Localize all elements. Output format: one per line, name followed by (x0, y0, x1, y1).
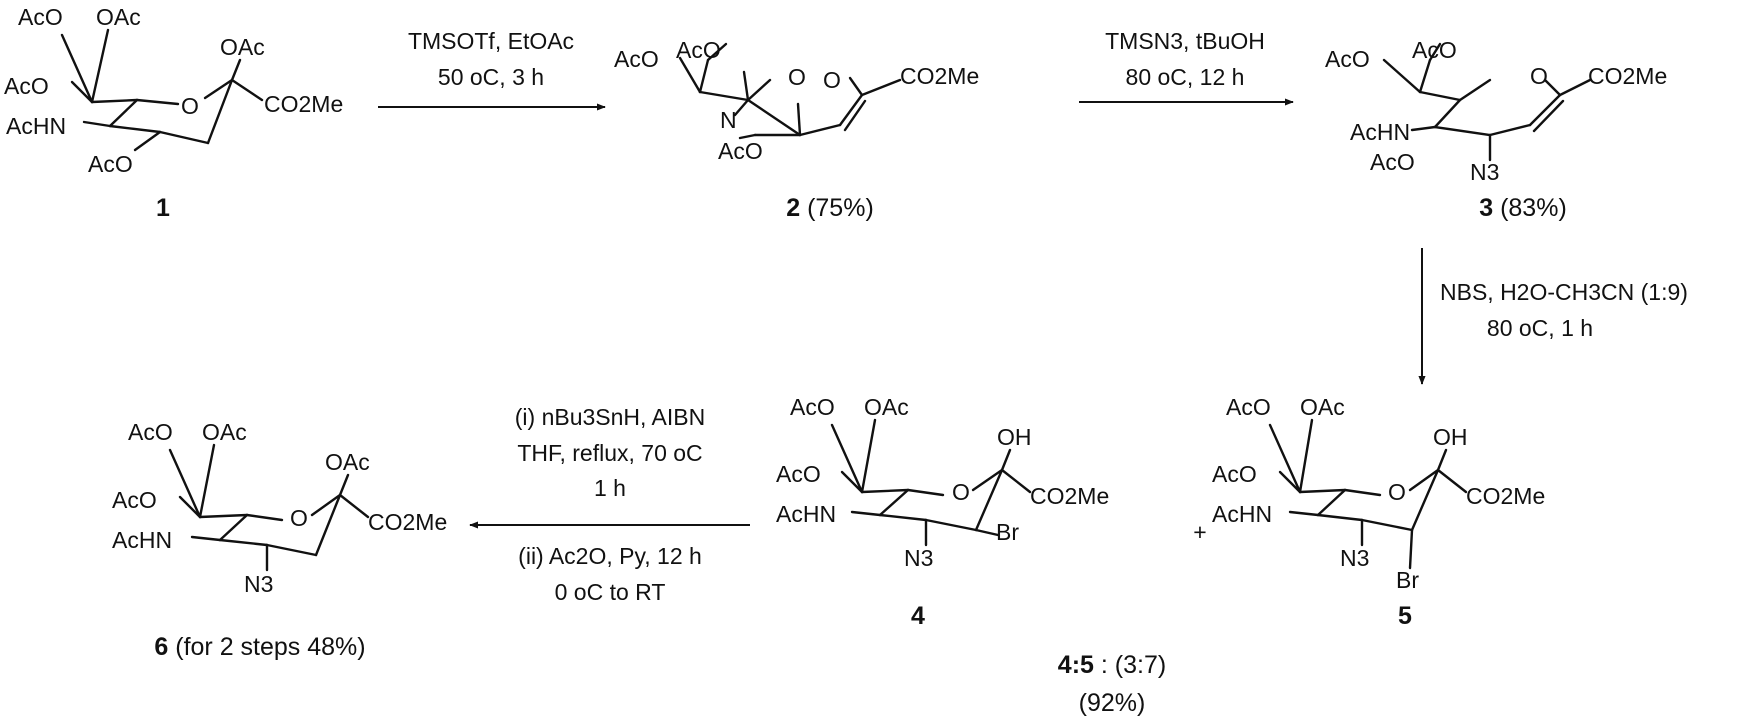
compound-6-yield: (for 2 steps 48%) (175, 633, 365, 661)
ratio-caption: 4:5 : (3:7) (1058, 651, 1166, 679)
compound-1-label-c9: OAc (96, 4, 141, 30)
compound-6-label-n5: AcHN (112, 527, 172, 553)
compound-1-label-ester: CO2Me (264, 91, 343, 117)
step-2-condition-2: 80 oC, 12 h (1126, 64, 1245, 90)
compound-2: AcO AcO N AcO O O CO2Me 2 (75%) (614, 37, 979, 222)
compound-5-label-n5: AcHN (1212, 501, 1272, 527)
compound-2-label-c4: AcO (718, 138, 763, 164)
compound-5-number: 5 (1398, 602, 1412, 630)
compound-6-bonds (168, 443, 370, 572)
compound-6-number: 6 (154, 633, 168, 661)
compound-6-label-azide: N3 (244, 571, 273, 597)
compound-2-label-ox: O (788, 64, 806, 90)
step-4-condition-4: (ii) Ac2O, Py, 12 h (518, 543, 702, 569)
compound-4-label-n5: AcHN (776, 501, 836, 527)
compound-5-label-br: Br (1396, 567, 1419, 593)
compound-2-label-ester: CO2Me (900, 63, 979, 89)
compound-4-label-azide: N3 (904, 545, 933, 571)
compound-4-bonds (830, 418, 1032, 547)
compound-3-caption: 3 (83%) (1479, 194, 1567, 222)
compound-1-number: 1 (156, 194, 170, 222)
compound-5-label-c7: AcO (1212, 461, 1257, 487)
compound-3-bonds (1382, 42, 1592, 162)
compound-6-label-ester: CO2Me (368, 509, 447, 535)
compound-4-number: 4 (911, 602, 925, 630)
compound-6: AcO OAc AcO AcHN N3 O OAc CO2Me 6 (for 2… (112, 419, 447, 661)
compound-6-caption: 6 (for 2 steps 48%) (154, 633, 365, 661)
compound-2-bonds (678, 42, 902, 140)
ratio-compounds: 4:5 (1058, 651, 1094, 679)
step-1-condition-2: 50 oC, 3 h (438, 64, 544, 90)
compound-5-label-oh: OH (1433, 424, 1468, 450)
compound-4-label-ester: CO2Me (1030, 483, 1109, 509)
compound-5-bonds (1268, 418, 1468, 570)
compound-3-yield: (83%) (1500, 194, 1567, 222)
compound-6-label-c8: AcO (128, 419, 173, 445)
compound-2-yield: (75%) (807, 194, 874, 222)
compound-2-label-c9: AcO (676, 37, 721, 63)
compound-4-label-ring-o: O (952, 479, 970, 505)
compound-4-label-oh: OH (997, 424, 1032, 450)
compound-1-bonds (60, 28, 264, 152)
compound-4-label-br: Br (996, 519, 1019, 545)
compound-3-label-azide: N3 (1470, 159, 1499, 185)
step-4-condition-5: 0 oC to RT (555, 579, 666, 605)
compound-1-label-ring-o: O (181, 93, 199, 119)
compound-3: AcO AcO AcHN AcO N3 O CO2Me 3 (83%) (1325, 37, 1667, 222)
compound-3-label-ester: CO2Me (1588, 63, 1667, 89)
compound-5-label-ester: CO2Me (1466, 483, 1545, 509)
compound-6-label-ring-o: O (290, 505, 308, 531)
compound-4-label-c9: OAc (864, 394, 909, 420)
compound-1-label-c8: AcO (18, 4, 63, 30)
compound-3-label-n5: AcHN (1350, 119, 1410, 145)
compound-1-label-c7: AcO (4, 73, 49, 99)
ratio-value: : (3:7) (1094, 651, 1166, 679)
reaction-step-4: (i) nBu3SnH, AIBN THF, reflux, 70 oC 1 h… (469, 404, 750, 605)
compound-1-label-c2-oac: OAc (220, 34, 265, 60)
compound-3-label-c9: AcO (1412, 37, 1457, 63)
compound-6-label-c7: AcO (112, 487, 157, 513)
compound-2-label-n: N (720, 107, 737, 133)
compound-1: AcO OAc AcO AcHN AcO O OAc CO2Me 1 (4, 4, 343, 222)
step-4-condition-1: (i) nBu3SnH, AIBN (515, 404, 705, 430)
ratio-yield: (92%) (1079, 689, 1146, 717)
step-4-condition-3: 1 h (594, 475, 626, 501)
step-4-condition-2: THF, reflux, 70 oC (517, 440, 702, 466)
reaction-step-3: NBS, H2O-CH3CN (1:9) 80 oC, 1 h (1418, 248, 1688, 385)
compound-3-number: 3 (1479, 194, 1493, 222)
compound-1-label-n5: AcHN (6, 113, 66, 139)
compound-3-label-c8: AcO (1325, 46, 1370, 72)
step-3-condition-2: 80 oC, 1 h (1487, 315, 1593, 341)
compound-2-caption: 2 (75%) (786, 194, 874, 222)
reaction-step-2: TMSN3, tBuOH 80 oC, 12 h (1079, 28, 1294, 106)
compound-1-label-c4: AcO (88, 151, 133, 177)
compound-5-label-ring-o: O (1388, 479, 1406, 505)
compound-2-label-ring-o: O (823, 67, 841, 93)
compound-4-label-c8: AcO (790, 394, 835, 420)
compound-6-label-c2-oac: OAc (325, 449, 370, 475)
compound-5: AcO OAc AcO AcHN N3 O OH CO2Me Br 5 (1212, 394, 1545, 630)
compound-5-label-c8: AcO (1226, 394, 1271, 420)
compound-6-label-c9: OAc (202, 419, 247, 445)
plus-sign: + (1193, 519, 1206, 545)
step-3-condition-1: NBS, H2O-CH3CN (1:9) (1440, 279, 1688, 305)
compound-4-label-c7: AcO (776, 461, 821, 487)
compound-2-label-c8: AcO (614, 46, 659, 72)
compound-3-label-ring-o: O (1530, 63, 1548, 89)
compound-2-number: 2 (786, 194, 800, 222)
reaction-step-1: TMSOTf, EtOAc 50 oC, 3 h (378, 28, 606, 111)
compound-5-label-c9: OAc (1300, 394, 1345, 420)
step-1-condition-1: TMSOTf, EtOAc (408, 28, 574, 54)
compound-5-label-azide: N3 (1340, 545, 1369, 571)
step-2-condition-1: TMSN3, tBuOH (1105, 28, 1265, 54)
compound-4: AcO OAc AcO AcHN N3 O OH CO2Me Br 4 (776, 394, 1109, 630)
compound-3-label-c7: AcO (1370, 149, 1415, 175)
